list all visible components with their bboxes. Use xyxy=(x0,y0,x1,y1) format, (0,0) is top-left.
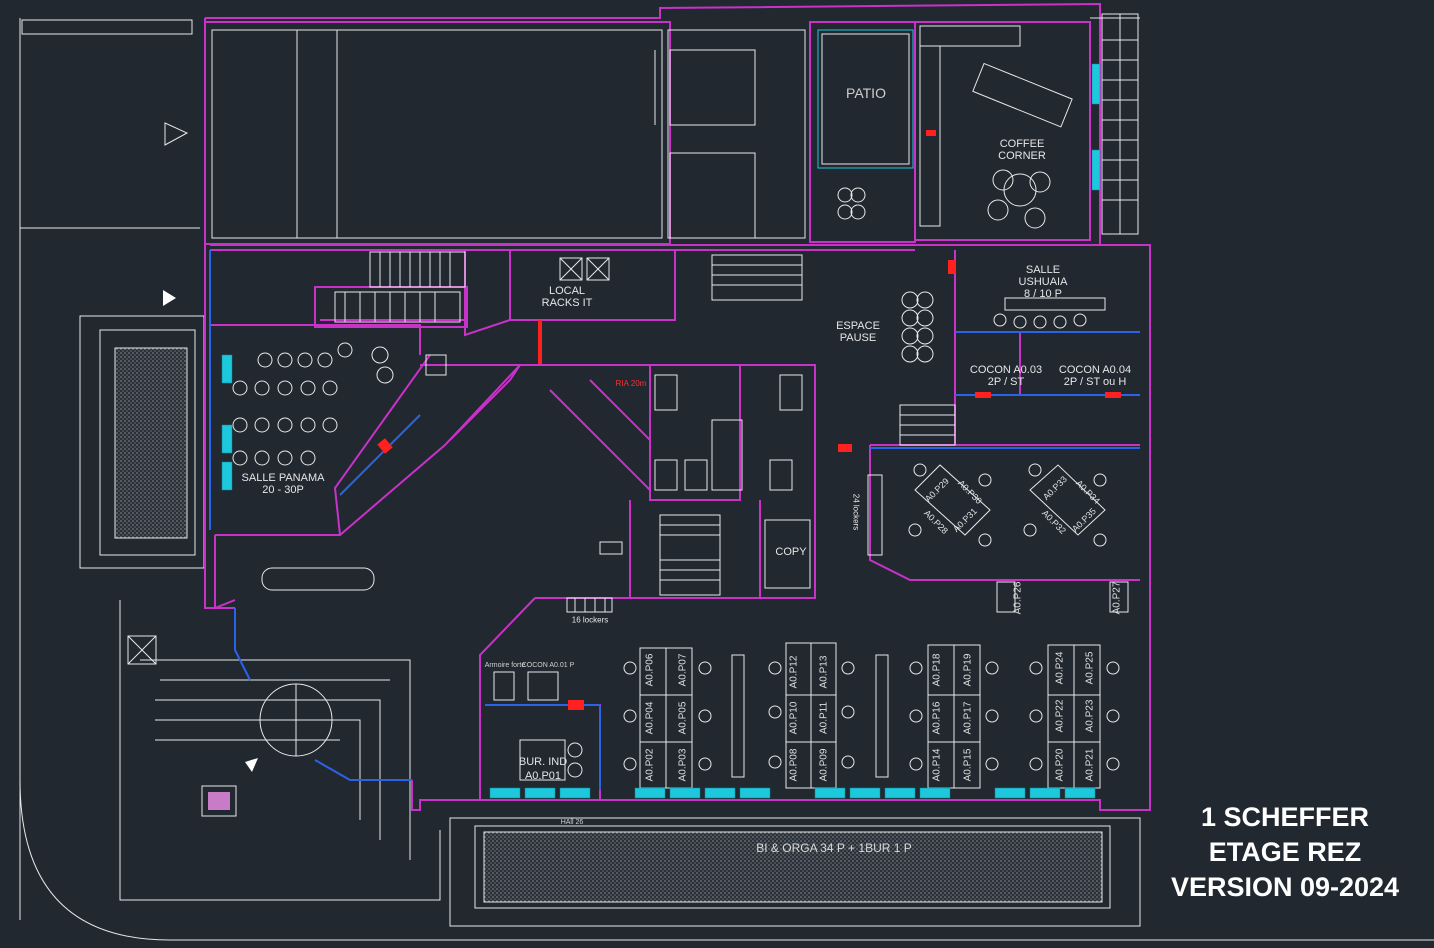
red-markers xyxy=(377,130,1121,710)
desk-a0-p24: A0.P24 xyxy=(1054,651,1066,685)
furniture-chairs xyxy=(232,169,1120,778)
desk-a0-p09: A0.P09 xyxy=(818,748,830,782)
cocon-small-label: COCON A0.01 P xyxy=(521,662,575,669)
desk-a0-p26: A0.P26 xyxy=(1012,581,1024,615)
desk-a0-p02: A0.P02 xyxy=(644,748,656,782)
room-espace-pause-line1: ESPACE xyxy=(836,320,880,332)
desk-a0-p21: A0.P21 xyxy=(1084,748,1096,782)
desk-a0-p17: A0.P17 xyxy=(962,701,974,735)
banner-label: BI & ORGA 34 P + 1BUR 1 P xyxy=(756,841,912,855)
desk-a0-p05: A0.P05 xyxy=(677,701,689,735)
desk-a0-p08: A0.P08 xyxy=(788,748,800,782)
lockers-24-label: 24 lockers xyxy=(851,493,861,531)
title-line-floor: ETAGE REZ xyxy=(1208,837,1362,867)
desk-a0-p03: A0.P03 xyxy=(677,748,689,782)
bottom-landscape-strip xyxy=(483,831,1103,903)
desk-a0-p23: A0.P23 xyxy=(1084,699,1096,733)
room-salle-panama-line2: 20 - 30P xyxy=(262,484,304,496)
desk-a0-p16: A0.P16 xyxy=(931,701,943,735)
hall-label: HAll 26 xyxy=(560,819,584,826)
desk-a0-p20: A0.P20 xyxy=(1054,748,1066,782)
desk-a0-p12: A0.P12 xyxy=(788,655,800,689)
entrance-arrow xyxy=(163,290,176,306)
desk-a0-p27: A0.P27 xyxy=(1111,581,1123,615)
site-outline xyxy=(19,18,1434,941)
desk-a0-p19: A0.P19 xyxy=(962,653,974,687)
left-landscape-strip xyxy=(114,347,188,539)
desk-a0-p14: A0.P14 xyxy=(931,748,943,782)
desk-a0-p22: A0.P22 xyxy=(1054,699,1066,733)
room-patio: PATIO xyxy=(846,85,886,101)
glazing-elements xyxy=(221,63,1101,799)
armoire-label: Armoire forte xyxy=(484,662,526,669)
room-cocon-a004-line2: 2P / ST ou H xyxy=(1063,376,1127,388)
door-lines xyxy=(209,250,1140,790)
room-local-racks-line1: LOCAL xyxy=(548,285,586,297)
room-bur-ind-line2: A0.P01 xyxy=(524,770,562,782)
desk-a0-p15: A0.P15 xyxy=(962,748,974,782)
desk-a0-p11: A0.P11 xyxy=(818,701,830,735)
lockers-16-label: 16 lockers xyxy=(571,615,609,625)
room-salle-ushuaia-line1: SALLE xyxy=(1025,264,1061,276)
equipment-box xyxy=(201,785,237,817)
room-cocon-a004-line1: COCON A0.04 xyxy=(1058,364,1132,376)
room-coffee-corner-line2: CORNER xyxy=(998,150,1046,162)
room-cocon-a003-line1: COCON A0.03 xyxy=(969,364,1043,376)
building-walls xyxy=(204,2,1151,811)
room-cocon-a003-line2: 2P / ST xyxy=(987,376,1025,388)
room-salle-ushuaia-line2: USHUAIA xyxy=(1018,276,1068,288)
interior-lines xyxy=(164,13,1140,789)
title-line-building: 1 SCHEFFER xyxy=(1200,802,1370,832)
desk-a0-p10: A0.P10 xyxy=(788,701,800,735)
title-line-version: VERSION 09-2024 xyxy=(1170,872,1400,902)
exit-arrow xyxy=(245,758,258,772)
room-copy: COPY xyxy=(775,546,807,558)
desk-a0-p13: A0.P13 xyxy=(818,655,830,689)
room-espace-pause-line2: PAUSE xyxy=(839,332,877,344)
room-coffee-corner-line1: COFFEE xyxy=(999,138,1045,150)
room-local-racks-line2: RACKS IT xyxy=(541,297,593,309)
title-block: 1 SCHEFFER ETAGE REZ VERSION 09-2024 xyxy=(1150,800,1420,905)
ria-label: RIA 20m xyxy=(615,379,647,388)
room-salle-panama-line1: SALLE PANAMA xyxy=(241,472,325,484)
desk-a0-p18: A0.P18 xyxy=(931,653,943,687)
desk-a0-p07: A0.P07 xyxy=(677,653,689,687)
desk-a0-p04: A0.P04 xyxy=(644,701,656,735)
room-bur-ind-line1: BUR. IND xyxy=(518,756,568,768)
desk-a0-p06: A0.P06 xyxy=(644,653,656,687)
room-salle-ushuaia-line3: 8 / 10 P xyxy=(1024,288,1062,300)
desk-a0-p25: A0.P25 xyxy=(1084,651,1096,685)
